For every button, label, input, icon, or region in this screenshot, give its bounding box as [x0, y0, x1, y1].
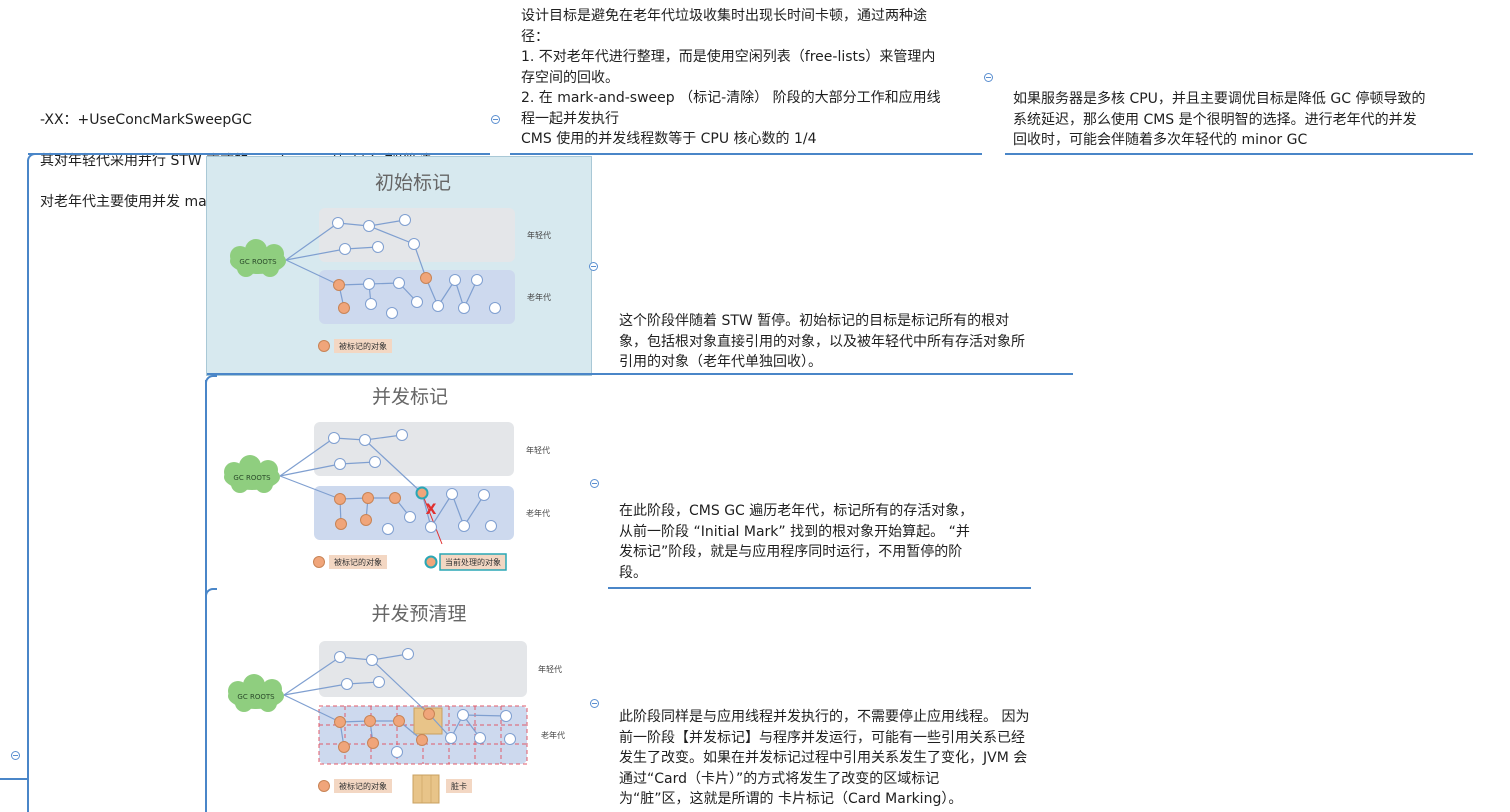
old-gen-label: 老年代 [526, 508, 550, 518]
phase-initial-mark-diagram: 初始标记 年轻代 老年代 GC ROOTS 被标记的对象 [206, 156, 592, 376]
legend-dirty-card: 脏卡 [451, 781, 467, 791]
phase-2-description: 在此阶段，CMS GC 遍历老年代，标记所有的存活对象， 从前一阶段 “Init… [619, 503, 974, 581]
collapse-toggle-design-goal[interactable] [984, 73, 993, 82]
gc-roots-label: GC ROOTS [239, 258, 277, 266]
phase-title: 并发标记 [372, 386, 448, 408]
design-goal-node: 设计目标是避免在老年代垃圾收集时出现长时间卡顿，通过两种途 径： 1. 不对老年… [521, 8, 941, 147]
tree-trunk-curve [27, 153, 37, 165]
phase-title: 并发预清理 [371, 603, 466, 625]
phase-concurrent-mark-diagram: 并发标记 年轻代 老年代 GC ROOTS X 被标记的对象 当前处理的对象 [210, 378, 590, 578]
collapse-toggle-phase-1[interactable] [589, 262, 598, 271]
gc-roots-label: GC ROOTS [237, 693, 275, 701]
cross-mark: X [426, 502, 437, 518]
old-gen-label: 老年代 [527, 292, 551, 302]
collapse-toggle-phase-2[interactable] [590, 479, 599, 488]
legend-marked: 被标记的对象 [339, 781, 387, 791]
phase-1-description: 这个阶段伴随着 STW 暂停。初始标记的目标是标记所有的根对 象，包括根对象直接… [619, 313, 1025, 370]
legend-marked: 被标记的对象 [334, 557, 382, 567]
legend-marked: 被标记的对象 [339, 341, 387, 351]
advice-underline [1005, 153, 1473, 155]
gc-roots-cloud [230, 239, 286, 277]
design-goal-underline [510, 153, 982, 155]
collapse-toggle-phase-3[interactable] [590, 699, 599, 708]
phase-title: 初始标记 [375, 172, 451, 194]
advice-node: 如果服务器是多核 CPU，并且主要调优目标是降低 GC 停顿导致的 系统延迟，那… [1013, 91, 1426, 148]
gc-roots-label: GC ROOTS [233, 474, 271, 482]
phase-concurrent-preclean-diagram: 并发预清理 年轻代 老年代 GC ROOTS [210, 592, 590, 812]
gc-roots-cloud [224, 455, 280, 493]
phase-1-underline [207, 373, 1073, 375]
old-gen-label: 老年代 [541, 730, 565, 740]
left-stub [0, 778, 28, 780]
young-gen-label: 年轻代 [538, 664, 562, 674]
tree-trunk [27, 160, 29, 812]
legend-current: 当前处理的对象 [445, 557, 501, 567]
phase-3-branch-curve [205, 588, 217, 602]
young-gen-label: 年轻代 [527, 230, 551, 240]
young-gen-label: 年轻代 [526, 445, 550, 455]
phase-2-underline [608, 587, 1031, 589]
collapse-toggle-root[interactable] [11, 751, 20, 760]
jvm-option-underline [28, 153, 490, 155]
jvm-option-text: -XX：+UseConcMarkSweepGC [40, 111, 252, 128]
phase-2-branch-curve [205, 375, 217, 389]
collapse-toggle-jvm-option[interactable] [491, 115, 500, 124]
phase-3-description: 此阶段同样是与应用线程并发执行的，不需要停止应用线程。 因为 前一阶段【并发标记… [619, 709, 1030, 807]
gc-roots-cloud [228, 674, 284, 712]
